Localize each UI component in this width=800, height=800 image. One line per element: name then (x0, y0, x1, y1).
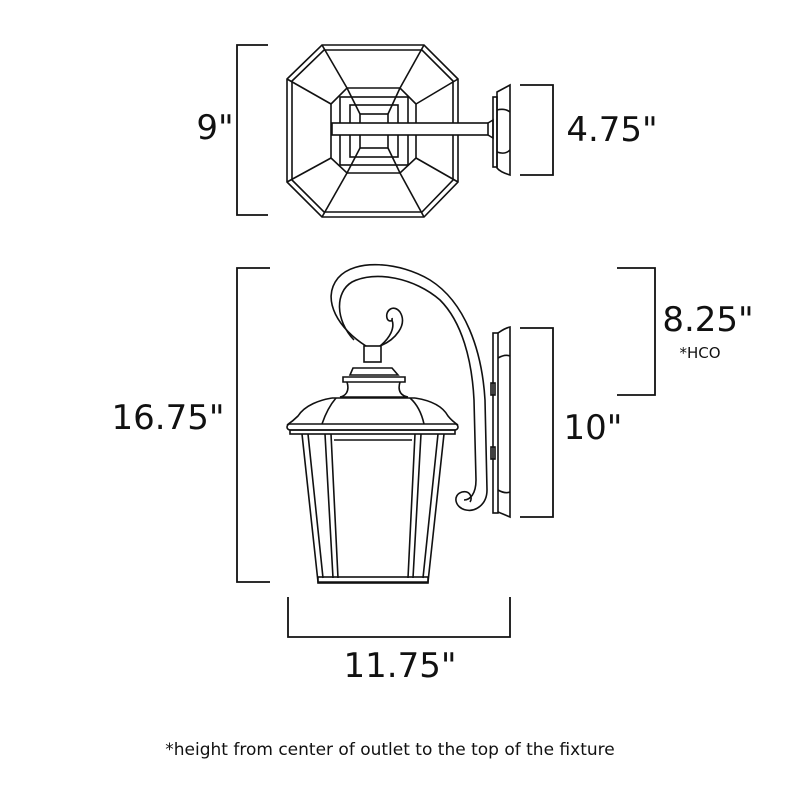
dimension-top-depth: 4.75" (566, 110, 658, 150)
dimension-width: 11.75" (343, 646, 457, 686)
top-view (286, 44, 511, 218)
side-view (286, 263, 511, 584)
hco-note: *HCO (679, 344, 721, 362)
dimension-lines (236, 44, 656, 638)
footnote: *height from center of outlet to the top… (165, 740, 615, 760)
dimension-top-height: 9" (196, 108, 234, 148)
dimension-hco: 8.25" (662, 300, 754, 340)
dimension-overall-height: 16.75" (111, 398, 225, 438)
dimension-backplate-height: 10" (563, 408, 623, 448)
